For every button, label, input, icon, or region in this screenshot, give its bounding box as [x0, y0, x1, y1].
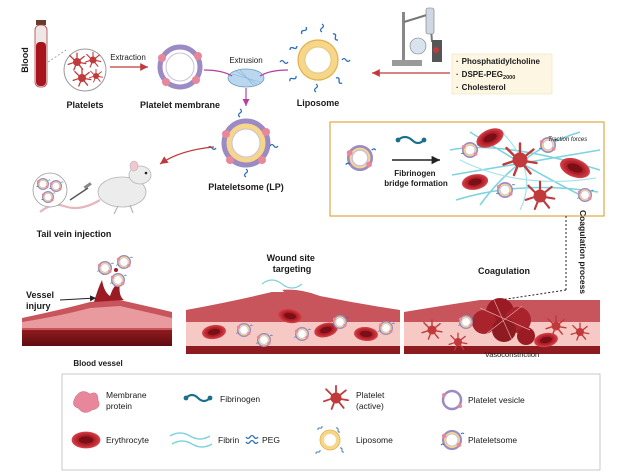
- blood-label: Blood: [20, 47, 30, 73]
- liposome-icon: [279, 23, 351, 93]
- ingredients-box: [451, 53, 553, 95]
- ingredient-1: ·Phosphatidylcholine: [456, 57, 540, 66]
- wound-targeting-label: Wound site targeting: [267, 253, 318, 274]
- legend-liposome: Liposome: [314, 424, 393, 456]
- injection-zoom-icon: [32, 172, 68, 208]
- vasoconstriction-label: Vasoconstriction: [485, 350, 539, 359]
- svg-text:Plateletsome: Plateletsome: [468, 435, 517, 445]
- svg-text:Fibrin: Fibrin: [218, 435, 240, 445]
- svg-text:Membrane protein: Membrane protein: [106, 390, 149, 411]
- coagulation-label: Coagulation: [478, 266, 530, 276]
- svg-text:PEG: PEG: [262, 435, 280, 445]
- liposome-icon: [314, 424, 346, 456]
- peg-icon: [245, 434, 259, 445]
- clot-dotted-line: [499, 289, 567, 301]
- plateletsome-lp-icon: [207, 108, 279, 178]
- plateletsome-lp-label: Plateletsome (LP): [208, 182, 284, 192]
- clot-mass-icon: [472, 298, 535, 345]
- extraction-label: Extraction: [110, 53, 146, 62]
- coagulation-process-label: Coagulation process: [578, 210, 588, 294]
- inset-clot-scene: [449, 124, 601, 211]
- targeting-vessel: [186, 279, 400, 354]
- legend-platelet-vesicle: Platelet vesicle: [441, 389, 525, 411]
- fibrinogen-icon: [183, 393, 213, 403]
- legend-box: [61, 373, 601, 471]
- ingredients-list: ·Phosphatidylcholine ·DSPE-PEG2000 ·Chol…: [456, 57, 540, 92]
- svg-text:Platelet vesicle: Platelet vesicle: [468, 395, 525, 405]
- coagulation-vessel: [404, 298, 600, 354]
- erythrocyte-icon: [71, 431, 101, 449]
- platelets-magnifier-icon: [47, 48, 107, 92]
- svg-text:Platelet (active): Platelet (active): [356, 390, 387, 411]
- fibrin-icon: [169, 432, 213, 448]
- fibrinogen-bridge-label: Fibrinogen bridge formation: [384, 169, 448, 188]
- blood-tube-icon: [34, 20, 48, 88]
- mouse-icon: [39, 160, 152, 215]
- traction-forces-label: Traction forces: [548, 137, 587, 143]
- legend-peg: PEG: [245, 434, 280, 445]
- legend-platelet-active: Platelet (active): [323, 385, 387, 411]
- injection-arrow: [159, 146, 215, 165]
- extrusion-label: Extrusion: [229, 56, 262, 65]
- extrusion-filter-icon: [227, 68, 265, 88]
- platelet-membrane-label: Platelet membrane: [140, 100, 220, 110]
- extrusion-arrow-right: [259, 69, 289, 77]
- fibrinogen-inset-box: [329, 121, 605, 217]
- rotary-evaporator-icon: [392, 7, 442, 66]
- legend-fibrinogen: Fibrinogen: [183, 393, 260, 404]
- platelet-membrane-icon: [157, 44, 203, 90]
- ingredient-3: ·Cholesterol: [456, 83, 506, 92]
- svg-text:Fibrinogen: Fibrinogen: [220, 394, 260, 404]
- svg-text:Erythrocyte: Erythrocyte: [106, 435, 149, 445]
- inset-fibrinogen-icon: [395, 135, 427, 145]
- svg-text:Liposome: Liposome: [356, 435, 393, 445]
- membrane-protein-icon: [73, 391, 100, 413]
- legend-plateletsome: Plateletsome: [440, 430, 517, 450]
- tail-vein-label: Tail vein injection: [37, 229, 112, 239]
- extrusion-arrow-left: [203, 69, 233, 77]
- ingredient-2: ·DSPE-PEG2000: [456, 70, 515, 81]
- injured-vessel: [22, 268, 172, 346]
- platelet-vesicle-icon: [441, 389, 463, 411]
- vessel-injury-label: Vessel injury: [26, 290, 57, 311]
- liposome-label: Liposome: [297, 98, 340, 108]
- legend-membrane-protein: Membrane protein: [73, 390, 149, 413]
- legend-fibrin: Fibrin: [169, 432, 240, 448]
- platelets-label: Platelets: [66, 100, 103, 110]
- legend-erythrocyte: Erythrocyte: [71, 431, 149, 449]
- blood-vessel-label: Blood vessel: [73, 359, 122, 368]
